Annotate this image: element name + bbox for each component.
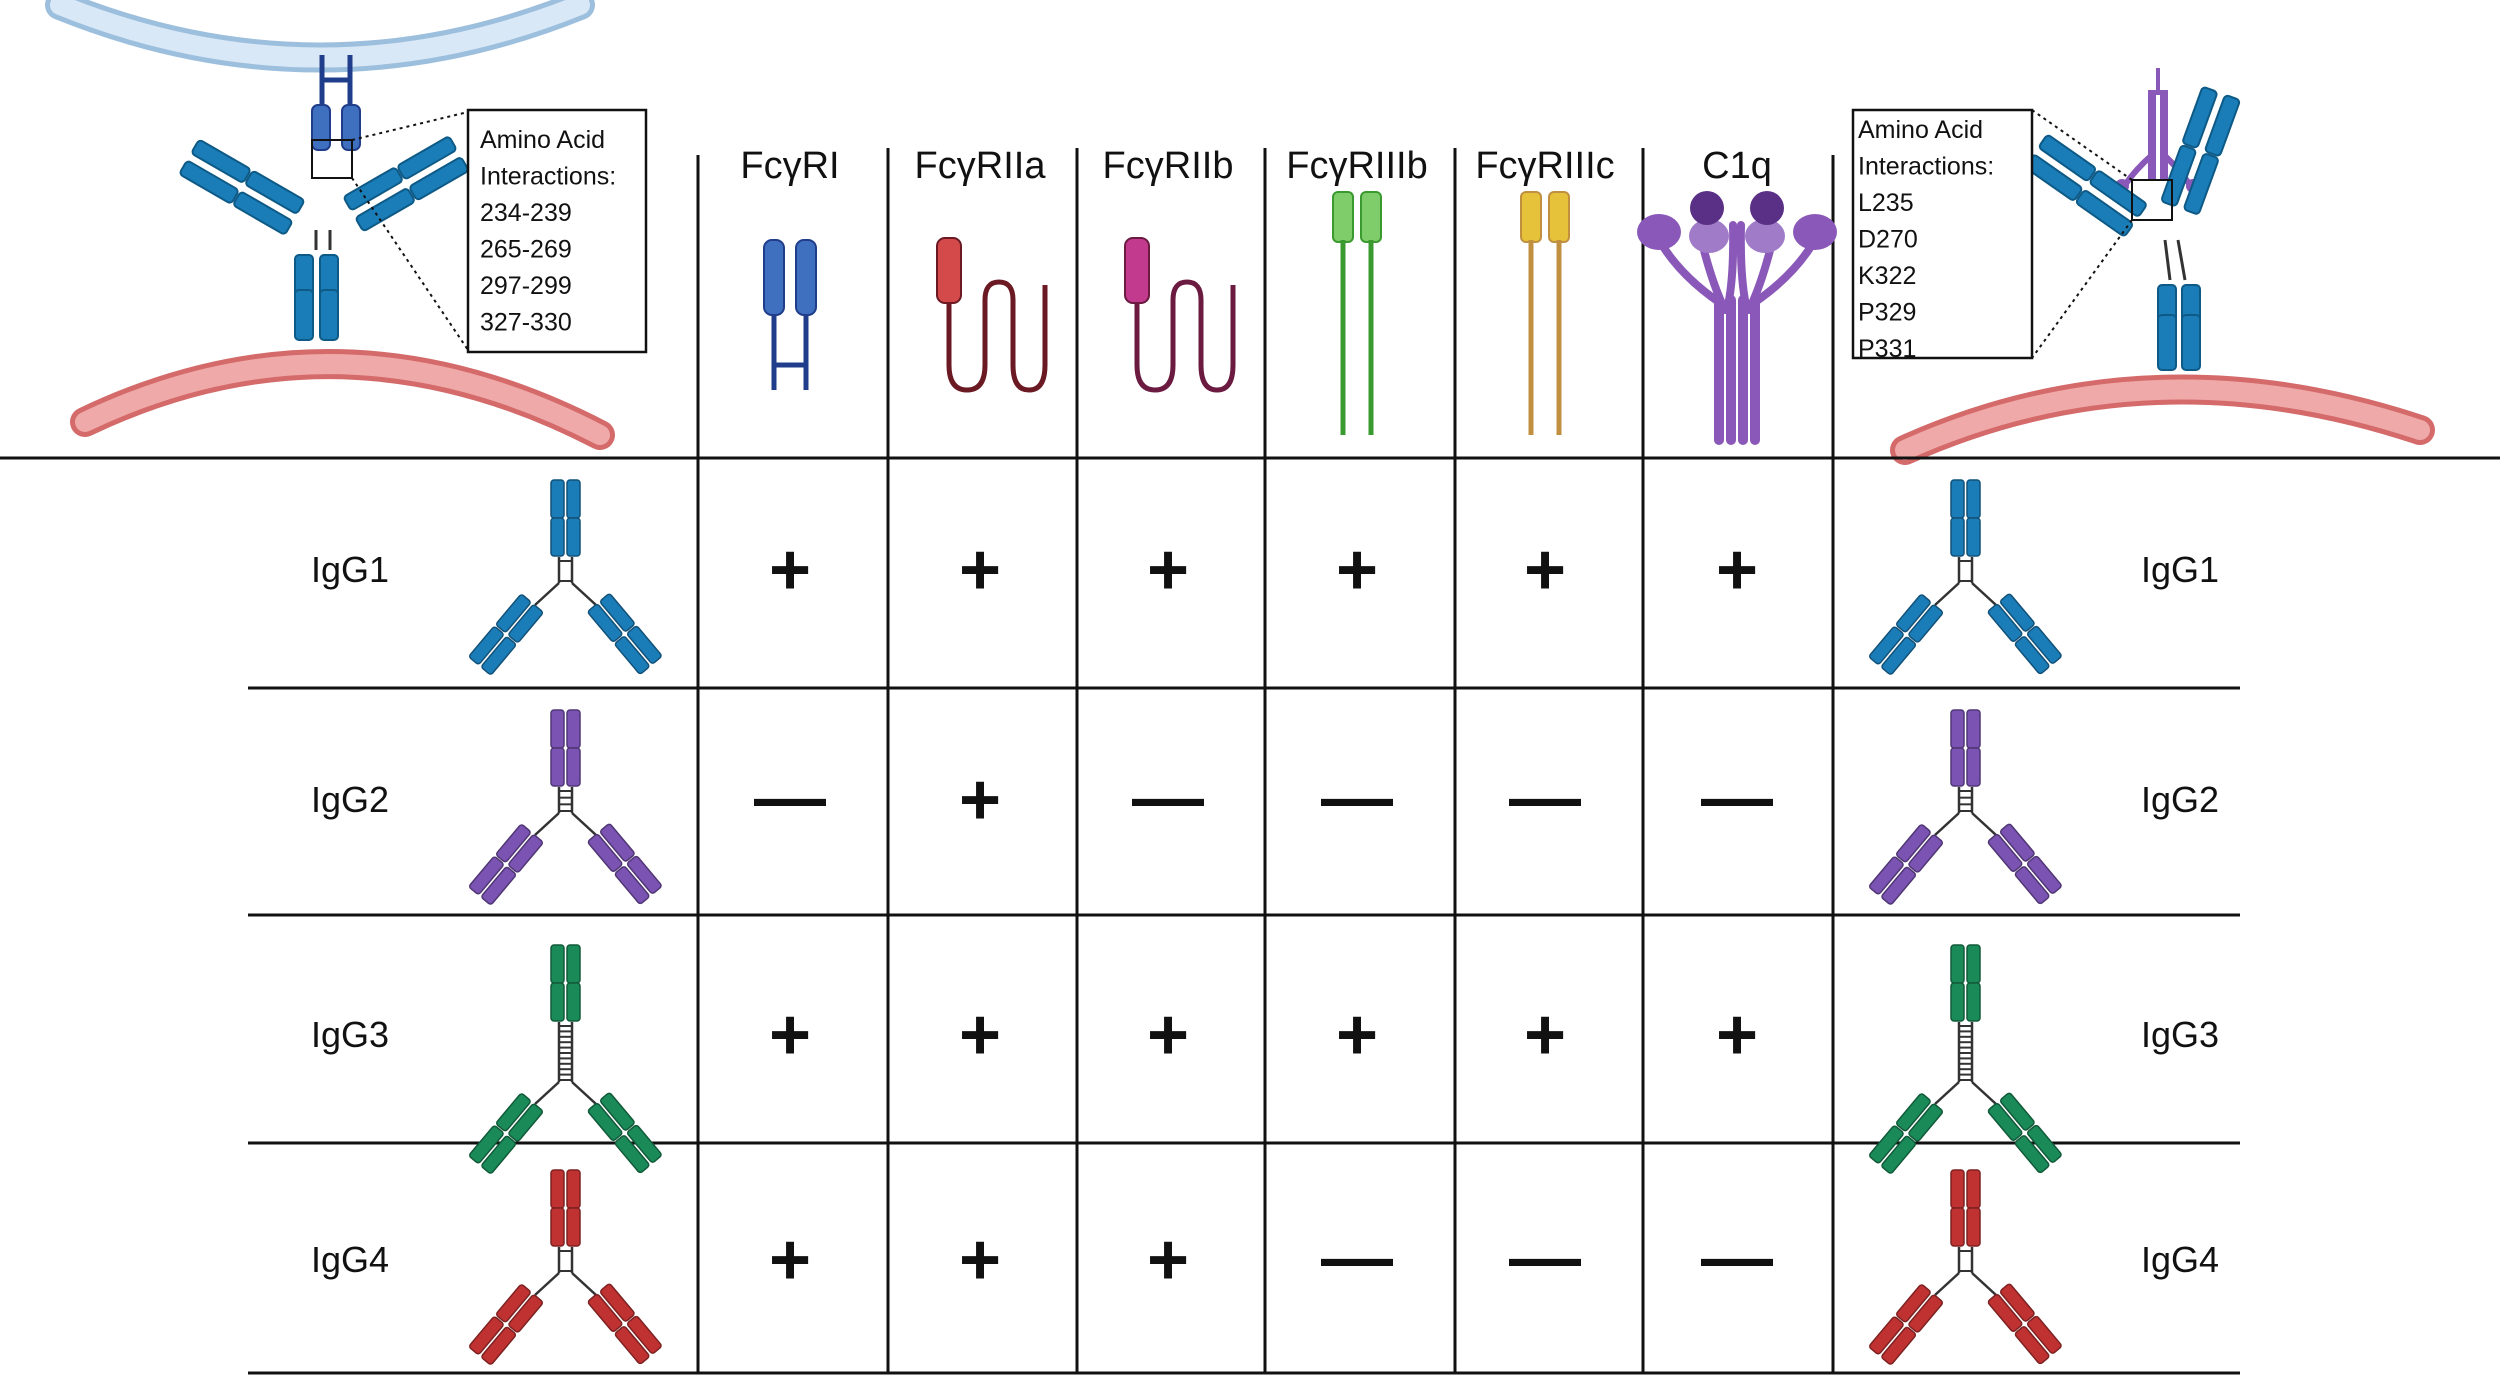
c1q-icon — [1637, 191, 1837, 445]
fcgriiib-receptor-icon — [1332, 191, 1382, 435]
binding-positive: + — [1147, 530, 1189, 610]
column-headers: FcγRI FcγRIIa FcγRIIb FcγRIIIb FcγRIIIc C1q — [740, 145, 1771, 187]
amino-acid-line: 234-239 — [480, 199, 572, 227]
binding-positive: + — [1716, 995, 1758, 1075]
zoom-box-top-left — [311, 139, 353, 179]
binding-negative: — — [1701, 758, 1773, 838]
amino-acid-line: D270 — [1858, 226, 1918, 254]
bottom-cell-membrane-left — [70, 349, 615, 450]
amino-acid-line: K322 — [1858, 262, 1916, 290]
table-rows: IgG1 IgG1 + + + + + + IgG2 IgG2 — + — — — — IgG3 IgG3 + + + +… — [311, 479, 2219, 1365]
binding-positive: + — [1336, 530, 1378, 610]
table-row: IgG1 IgG1 + + + + + + — [311, 479, 2219, 675]
fc-receptor-top-left — [311, 55, 361, 151]
amino-acid-line: 265-269 — [480, 236, 572, 264]
bottom-cell-membrane-right — [1890, 374, 2435, 465]
table-grid — [0, 148, 2500, 1375]
antibody-icon-right — [1869, 1169, 2062, 1365]
amino-acid-line: Amino Acid — [480, 126, 605, 154]
binding-positive: + — [1336, 995, 1378, 1075]
table-row: IgG2 IgG2 — + — — — — — [311, 709, 2219, 905]
row-label-right: IgG1 — [2141, 549, 2219, 590]
igg1-antibody-top-left — [179, 136, 469, 341]
binding-negative: — — [1509, 1218, 1581, 1298]
antibody-icon-left — [469, 709, 662, 905]
binding-positive: + — [1524, 995, 1566, 1075]
amino-acid-line: Interactions: — [480, 163, 616, 191]
binding-positive: + — [959, 530, 1001, 610]
antibody-icon-left — [469, 944, 662, 1174]
binding-positive: + — [769, 530, 811, 610]
antibody-icon-right — [1869, 479, 2062, 675]
binding-negative: — — [1701, 1218, 1773, 1298]
binding-positive: + — [769, 995, 811, 1075]
column-header: FcγRIIa — [915, 145, 1047, 187]
fcgriib-receptor-icon — [1124, 237, 1236, 393]
antibody-icon-left — [469, 479, 662, 675]
row-label-left: IgG4 — [311, 1239, 389, 1280]
antibody-icon-right — [1869, 944, 2062, 1174]
column-header: FcγRIIb — [1103, 145, 1234, 187]
antibody-icon-left — [469, 1169, 662, 1365]
binding-positive: + — [769, 1220, 811, 1300]
fcgriiic-receptor-icon — [1520, 191, 1570, 435]
amino-acid-line: L235 — [1858, 189, 1914, 217]
column-header: C1q — [1702, 145, 1772, 187]
binding-positive: + — [959, 995, 1001, 1075]
column-header: FcγRIIIc — [1475, 145, 1614, 187]
binding-positive: + — [959, 1220, 1001, 1300]
row-label-left: IgG3 — [311, 1014, 389, 1055]
binding-negative: — — [754, 758, 826, 838]
amino-acid-line: 297-299 — [480, 272, 572, 300]
fcgriia-receptor-icon — [936, 237, 1048, 393]
column-header: FcγRI — [740, 145, 839, 187]
amino-acid-line: P331 — [1858, 335, 1916, 363]
row-label-right: IgG2 — [2141, 779, 2219, 820]
binding-positive: + — [959, 760, 1001, 840]
column-header: FcγRIIIb — [1286, 145, 1427, 187]
top-cell-membrane — [45, 0, 595, 73]
row-label-right: IgG3 — [2141, 1014, 2219, 1055]
antibody-icon-right — [1869, 709, 2062, 905]
fcgri-receptor-icon — [763, 239, 817, 390]
row-label-left: IgG2 — [311, 779, 389, 820]
row-label-right: IgG4 — [2141, 1239, 2219, 1280]
binding-negative: — — [1321, 1218, 1393, 1298]
amino-acid-line: P329 — [1858, 299, 1916, 327]
binding-positive: + — [1147, 995, 1189, 1075]
table-row: IgG3 IgG3 + + + + + + — [311, 944, 2219, 1174]
zoom-box-top-right — [2131, 179, 2173, 221]
binding-negative: — — [1132, 758, 1204, 838]
binding-negative: — — [1509, 758, 1581, 838]
binding-positive: + — [1147, 1220, 1189, 1300]
binding-positive: + — [1716, 530, 1758, 610]
table-row: IgG4 IgG4 + + + — — — — [311, 1169, 2219, 1365]
amino-acid-line: Interactions: — [1858, 153, 1994, 181]
row-label-left: IgG1 — [311, 549, 389, 590]
receptor-icons — [763, 191, 1837, 445]
amino-acid-line: Amino Acid — [1858, 116, 1983, 144]
amino-acid-line: 327-330 — [480, 309, 572, 337]
binding-negative: — — [1321, 758, 1393, 838]
binding-positive: + — [1524, 530, 1566, 610]
igg1-antibody-top-right — [2025, 86, 2241, 371]
